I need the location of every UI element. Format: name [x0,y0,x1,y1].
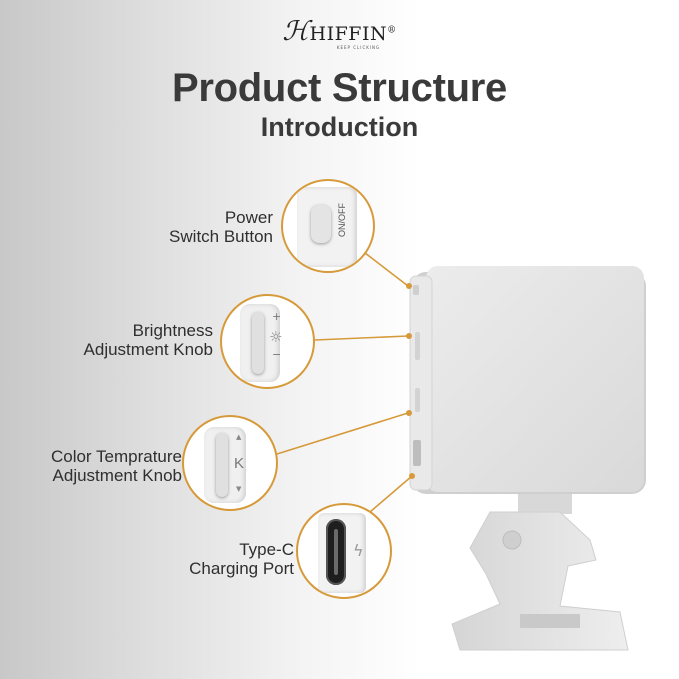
leader-color-temp [276,412,409,455]
color-temp-knob-label: Color Temprature Adjustment Knob [50,447,182,485]
brand-logo: ℋHIFFIN® KEEP CLICKING [0,16,679,50]
brightness-knob [252,312,264,374]
arrow-up-icon: ▲ [236,433,242,441]
page-subtitle: Introduction [260,112,419,142]
charging-port-callout: ϟ [296,503,392,599]
brightness-minus: − [272,348,282,361]
arrow-down-icon: ▼ [236,485,242,493]
light-panel [409,266,646,494]
leader-brightness [314,335,409,341]
charging-port-label: Type-C Charging Port [189,540,294,578]
color-temp-knob [216,433,228,497]
brand-initial: ℋ [282,16,310,47]
usb-c-port [326,519,346,585]
k-letter: K [234,455,245,472]
brightness-plus: + [272,310,282,323]
leader-lines [276,245,413,525]
brightness-knob-label: Brightness Adjustment Knob [83,321,213,359]
power-switch [311,205,331,243]
sun-icon: ☼ [269,328,283,346]
brand-tagline: KEEP CLICKING [336,45,381,50]
mount-clip [451,478,629,651]
page-title: Product Structure [172,66,507,110]
switch-on-off-text: ON/OFF [337,203,347,237]
leader-dots [406,283,415,479]
brand-name: HIFFIN [309,23,388,45]
registered-mark: ® [387,25,397,36]
color-temp-knob-callout: ▲ K ▼ [182,415,278,511]
power-switch-callout: ON/OFF [281,179,375,273]
lightning-icon: ϟ [353,541,364,560]
brightness-knob-callout: + ☼ − [220,294,315,389]
power-switch-label: Power Switch Button [169,208,273,246]
